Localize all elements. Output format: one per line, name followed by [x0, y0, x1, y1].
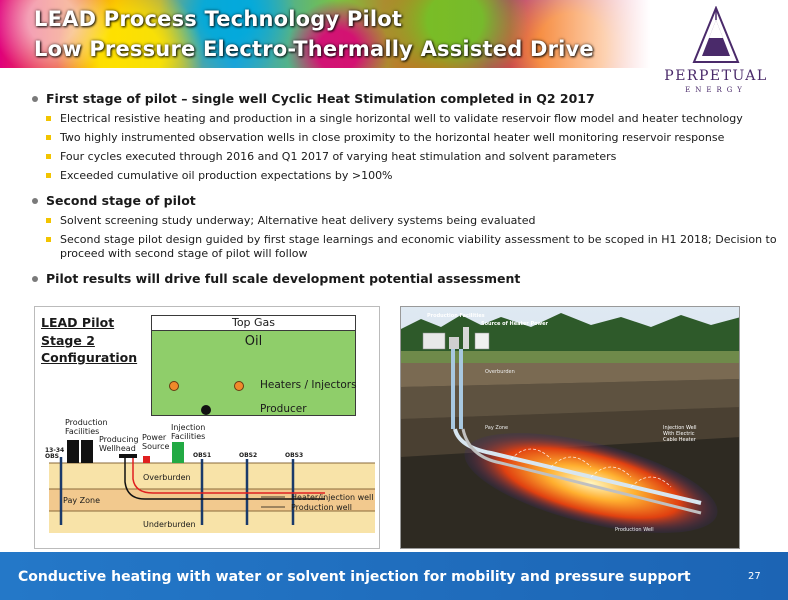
top-gas-layer: Top Gas	[152, 316, 355, 331]
stage-label-line: Configuration	[41, 350, 138, 365]
label-line: Wellhead	[99, 444, 136, 453]
label-line: Facilities	[171, 432, 206, 441]
process-illustration: Production Facilities Source of Heater P…	[400, 306, 740, 549]
stage2-configuration-diagram: LEAD Pilot Stage 2 Configuration Top Gas…	[34, 306, 380, 549]
bullet-pilot-results: Pilot results will drive full scale deve…	[32, 270, 777, 287]
obs2-label: OBS2	[239, 452, 258, 459]
sub-bullet: Two highly instrumented observation well…	[32, 131, 777, 145]
illus-injection-well-label: Injection Well With Electric Cable Heate…	[663, 425, 697, 443]
stage-label-line: LEAD Pilot	[41, 315, 115, 330]
legend-producer: Producer	[260, 403, 307, 415]
label-line: Cable Heater	[663, 437, 696, 443]
overburden-layer	[49, 463, 375, 489]
label-line: Producing	[99, 435, 139, 444]
heat-zone	[464, 433, 718, 533]
sub-bullet: Second stage pilot design guided by firs…	[32, 233, 777, 261]
bullet-first-stage: First stage of pilot – single well Cycli…	[32, 90, 777, 107]
label-line: Injection	[171, 423, 206, 432]
sub-bullet: Solvent screening study underway; Altern…	[32, 214, 777, 228]
obs-13-34-label: 13-34 OBS	[45, 448, 64, 460]
illus-heater-power-label: Source of Heater Power	[481, 321, 549, 327]
legend-heaters-injectors: Heaters / Injectors	[260, 379, 357, 391]
production-facility-tank	[81, 440, 93, 463]
injection-facilities-label: Injection Facilities	[171, 423, 205, 441]
pyramid-logo-icon	[692, 6, 740, 63]
obs3-label: OBS3	[285, 452, 304, 459]
oil-label: Oil	[244, 334, 263, 349]
production-facilities-label: Production Facilities	[65, 418, 108, 436]
underburden-layer	[49, 511, 375, 533]
sub-bullet: Four cycles executed through 2016 and Q1…	[32, 150, 777, 164]
heater-injector-marker	[234, 381, 244, 391]
overburden-label: Overburden	[143, 473, 191, 482]
illus-production-facilities-label: Production Facilities	[427, 313, 485, 319]
reservoir-plan-view: Top Gas Oil Heaters / Injectors Producer	[151, 315, 357, 416]
label-line: With Electric	[663, 431, 695, 437]
injection-facility-box	[172, 442, 184, 463]
process-illustration-graphic	[401, 307, 739, 548]
stage-label-line: Stage 2	[41, 332, 95, 348]
illus-overburden-label: Overburden	[485, 369, 515, 375]
obs1-label: OBS1	[193, 452, 212, 459]
slide-footer: Conductive heating with water or solvent…	[0, 552, 788, 600]
label-line: OBS	[45, 453, 59, 460]
stage-label: LEAD Pilot Stage 2 Configuration	[41, 314, 137, 367]
company-logo: PERPETUAL ENERGY	[660, 6, 772, 96]
producing-wellhead-label: Producing Wellhead	[99, 435, 139, 453]
label-line: 13-34	[45, 447, 65, 454]
slide-title-line-2: Low Pressure Electro-Thermally Assisted …	[34, 37, 594, 61]
production-facility-building	[422, 332, 446, 350]
cross-section-graphic	[49, 440, 375, 533]
bullet-list: First stage of pilot – single well Cycli…	[32, 90, 777, 287]
power-source-label: Power Source	[142, 433, 169, 451]
header-banner	[0, 0, 650, 68]
pay-zone-label: Pay Zone	[63, 496, 101, 505]
sub-bullet: Electrical resistive heating and product…	[32, 112, 777, 126]
power-source-box	[143, 456, 150, 463]
label-line: Injection Well	[663, 425, 697, 431]
producing-wellhead	[119, 454, 137, 458]
underburden-label: Underburden	[143, 520, 196, 529]
footer-caption: Conductive heating with water or solvent…	[18, 569, 691, 585]
sub-bullet: Exceeded cumulative oil production expec…	[32, 169, 777, 183]
page-number: 27	[748, 571, 761, 582]
production-well-label: Production well	[291, 503, 353, 512]
production-well	[461, 428, 702, 515]
label-line: Production	[65, 418, 108, 427]
heater-injection-well-trajectory	[132, 457, 325, 494]
logo-company-sub: ENERGY	[685, 86, 747, 94]
logo-company-name: PERPETUAL	[664, 68, 768, 84]
illus-pay-zone-label: Pay Zone	[485, 425, 509, 431]
production-facility-tank	[67, 440, 79, 463]
bullet-second-stage: Second stage of pilot	[32, 192, 777, 209]
slide-header: LEAD Process Technology Pilot Low Pressu…	[0, 0, 788, 94]
heater-injector-marker	[169, 381, 179, 391]
producer-marker	[201, 405, 211, 415]
illus-production-well-label: Production Well	[615, 527, 654, 533]
production-well-trajectory	[124, 457, 325, 500]
slide-title-line-1: LEAD Process Technology Pilot	[34, 7, 403, 31]
label-line: Facilities	[65, 427, 100, 436]
label-line: Power	[142, 433, 167, 442]
heater-injection-well-label: Heater/injection well	[291, 493, 374, 502]
label-line: Source	[142, 442, 170, 451]
